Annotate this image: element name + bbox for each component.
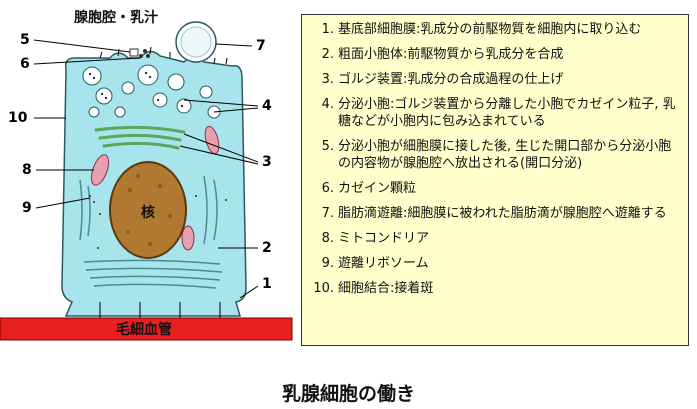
legend-text: 分泌小胞が細胞膜に接した後, 生じた開口部から分泌小胞の内容物が腺胞腔へ放出され… [338,139,672,171]
legend-item: 10. 細胞結合:接着斑 [308,280,682,297]
callout-2: 2 [262,240,272,256]
legend-text: 細胞結合:接着斑 [338,281,434,296]
nucleus [109,161,187,259]
legend-num: 9. [321,256,334,271]
callout-1: 1 [262,276,272,292]
legend-text: 分泌小胞:ゴルジ装置から分離した小胞でカゼイン粒子, 乳糖などが小胞内に包み込ま… [338,97,676,129]
legend-text: 遊離リボソーム [338,256,429,271]
callout-3: 3 [262,154,272,170]
golgi-apparatus [94,125,186,150]
callout-4: 4 [262,98,272,114]
nucleus-texture [126,174,172,246]
legend-item: 5. 分泌小胞が細胞膜に接した後, 生じた開口部から分泌小胞の内容物が腺胞腔へ放出… [308,138,682,172]
legend-text: 粗面小胞体:前駆物質から乳成分を合成 [338,47,564,62]
capillary [0,317,293,341]
pointer-5 [33,39,131,53]
legend-num: 1. [321,22,334,37]
figure-caption: 乳腺細胞の働き [281,383,415,405]
pointer-7 [215,43,253,47]
legend-item: 7. 脂肪滴遊離:細胞膜に被われた脂肪滴が腺胞腔へ遊離する [308,205,682,222]
rough-er [79,175,223,289]
legend-num: 10. [313,281,334,296]
legend-box: 1. 基底部細胞膜:乳成分の前駆物質を細胞内に取り込む 2. 粗面小胞体:前駆物質か… [301,14,689,346]
secretory-vesicles [82,64,221,119]
callout-10: 10 [8,110,28,126]
mammary-cell-diagram: 腺胞腔・乳汁 核 [0,9,293,341]
callout-9: 9 [22,200,32,216]
pointer-6 [33,57,141,65]
legend-text: ゴルジ装置:乳成分の合成過程の仕上げ [338,72,564,87]
callout-7: 7 [256,38,266,54]
fat-droplet-inner [180,26,212,58]
legend-text: 基底部細胞膜:乳成分の前駆物質を細胞内に取り込む [338,22,642,37]
legend-text: ミトコンドリア [338,231,430,246]
casein-granules [139,49,150,58]
legend-item: 9. 遊離リボソーム [308,255,682,272]
pointer-3b [179,145,259,165]
secretion-opening [129,48,139,57]
legend-num: 5. [321,139,334,154]
legend-item: 2. 粗面小胞体:前駆物質から乳成分を合成 [308,46,682,63]
legend-num: 8. [321,231,334,246]
legend-num: 7. [321,206,334,221]
free-ribosomes [89,195,227,249]
pointer-4a [183,99,259,107]
legend-text: カゼイン顆粒 [338,181,417,196]
pointer-1 [239,285,259,299]
mitochondria [90,125,220,251]
legend-num: 6. [321,181,334,196]
legend-text: 脂肪滴遊離:細胞膜に被われた脂肪滴が腺胞腔へ遊離する [338,206,667,221]
pointer-4b [213,107,259,113]
capillary-label: 毛細血管 [116,321,172,338]
legend-item: 8. ミトコンドリア [308,230,682,247]
pointer-3a [183,133,259,163]
callout-5: 5 [20,32,30,48]
pointer-9 [35,197,91,209]
legend-item: 3. ゴルジ装置:乳成分の合成過程の仕上げ [308,71,682,88]
legend-num: 2. [321,47,334,62]
uptake-arrows [99,302,221,318]
callout-8: 8 [22,162,32,178]
legend-num: 4. [321,97,334,112]
lumen-milk-label: 腺胞腔・乳汁 [74,9,158,26]
callout-6: 6 [20,56,30,72]
legend-num: 3. [321,72,334,87]
legend-item: 4. 分泌小胞:ゴルジ装置から分離した小胞でカゼイン粒子, 乳糖などが小胞内に包み… [308,96,682,130]
vesicle-granules [88,71,184,108]
legend-item: 1. 基底部細胞膜:乳成分の前駆物質を細胞内に取り込む [308,21,682,38]
legend-item: 6. カゼイン顆粒 [308,180,682,197]
nucleus-label: 核 [141,204,155,221]
